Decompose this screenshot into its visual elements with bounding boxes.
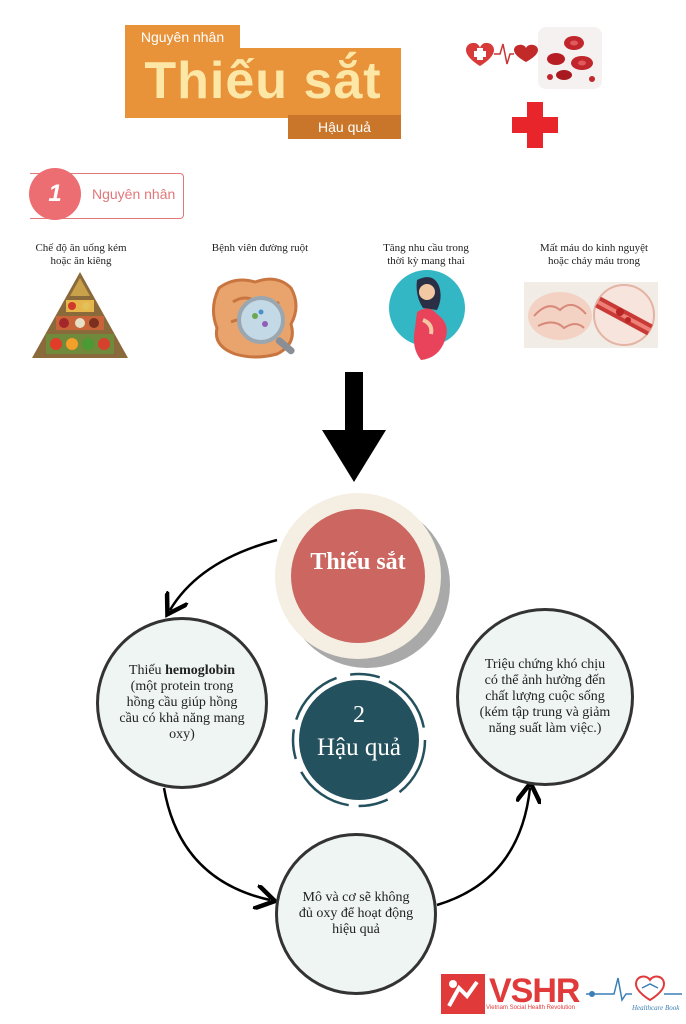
pregnant-woman-icon <box>389 270 465 360</box>
section2-label: Hậu quả <box>317 734 401 761</box>
arrow-down-icon <box>322 372 386 482</box>
center-circle-label: Thiếu sắt <box>310 549 406 575</box>
cause-label-diet: Chế độ ăn uống kém hoặc ăn kiêng <box>35 242 127 267</box>
bubble-symptoms: Triệu chứng khó chịu có thể ảnh hưởng đế… <box>456 608 634 786</box>
cause-label-intestine: Bệnh viên đường ruột <box>211 242 309 254</box>
bubble-oxygen-text: Mô và cơ sẽ không đủ oxy để hoạt động hi… <box>298 890 414 937</box>
bubble-hemoglobin-prefix: Thiếu <box>128 663 166 678</box>
intestine-icon <box>212 277 298 359</box>
banner-bottom-tag: Hậu quả <box>288 115 401 139</box>
bubble-hemoglobin-bold: hemoglobin <box>165 663 236 678</box>
section1-number: 1 <box>29 168 81 220</box>
section1-header <box>30 173 184 219</box>
healthcare-book-icon <box>586 975 682 1002</box>
food-pyramid-icon <box>32 272 128 358</box>
healthcare-book-text: Healthcare Book <box>632 1004 680 1012</box>
section1-label: Nguyên nhân <box>92 186 176 202</box>
cause-label-bleeding: Mất máu do kinh nguyệt hoặc chảy máu tro… <box>539 242 649 267</box>
section2-ring-icon <box>291 672 427 808</box>
vshr-logo-subtitle: Vietnam Social Health Revolution <box>486 1005 575 1011</box>
blood-cells-icon <box>538 27 602 89</box>
bubble-symptoms-text: Triệu chứng khó chịu có thể ảnh hưởng đế… <box>479 657 611 736</box>
page-title: Thiếu sắt <box>144 52 382 110</box>
section2-number: 2 <box>353 702 365 728</box>
cause-label-pregnancy: Tăng nhu cầu trong thời kỳ mang thai <box>383 242 469 267</box>
title-banner <box>125 48 401 118</box>
center-circle <box>291 509 425 643</box>
bubble-hemoglobin: Thiếu hemoglobin (một protein trong hồng… <box>96 617 268 789</box>
vshr-logo-icon <box>441 974 485 1014</box>
heartbeat-icon <box>466 42 538 66</box>
red-cross-icon <box>512 102 558 148</box>
banner-top-tag: Nguyên nhân <box>125 25 240 49</box>
bubble-oxygen: Mô và cơ sẽ không đủ oxy để hoạt động hi… <box>275 833 437 995</box>
vshr-logo-text: VSHR <box>489 972 580 1010</box>
section2-circle: 2 Hậu quả <box>299 680 419 800</box>
bubble-hemoglobin-rest: (một protein trong hồng cầu giúp hồng cầ… <box>119 679 245 742</box>
bleeding-icon <box>524 282 658 348</box>
